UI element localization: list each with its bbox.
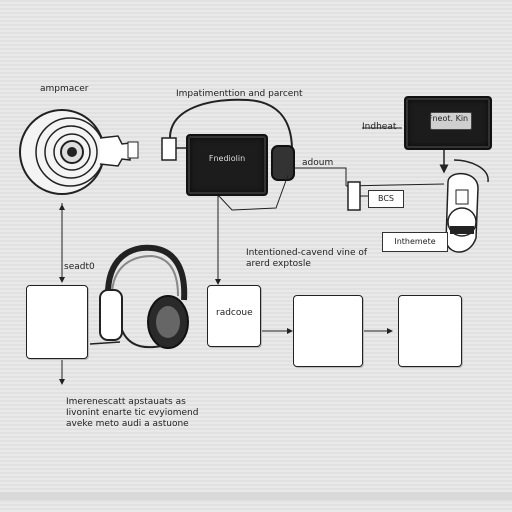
bottom-bar bbox=[0, 492, 512, 500]
right-device: Fneot. Kin bbox=[404, 96, 492, 150]
center-device: Fnediolin bbox=[186, 134, 268, 196]
speaker-icon bbox=[19, 109, 139, 195]
bottom-note: Imerenescatt apstauats as Iivonint enart… bbox=[66, 397, 199, 429]
connector-icon bbox=[271, 145, 295, 181]
right-device-screen bbox=[430, 112, 472, 130]
right-device-label: Fneot. Kin bbox=[427, 114, 469, 123]
adown-label: adoum bbox=[302, 158, 334, 168]
radcoue-box: radcoue bbox=[207, 285, 261, 347]
scad-label: seadt0 bbox=[64, 262, 95, 272]
left-box bbox=[26, 285, 88, 359]
amplifier-label: ampmacer bbox=[40, 84, 89, 94]
bcs-box: BCS bbox=[368, 190, 404, 208]
right-box bbox=[398, 295, 462, 367]
plug-icon bbox=[161, 137, 177, 161]
mid-caption: Intentioned-cavend vine of arerd exptosl… bbox=[246, 248, 368, 269]
headphones-icon bbox=[99, 244, 189, 349]
cable-loop bbox=[169, 98, 293, 151]
adapter-icon bbox=[445, 173, 479, 253]
radcoue-label: radcoue bbox=[216, 308, 253, 318]
top-right-label: Indheat bbox=[362, 122, 397, 132]
top-center-label: Impatimenttion and parcent bbox=[176, 89, 303, 99]
middle-box bbox=[293, 295, 363, 367]
center-device-label: Fnediolin bbox=[208, 154, 246, 163]
inthemete-tag: Inthemete bbox=[382, 232, 448, 252]
